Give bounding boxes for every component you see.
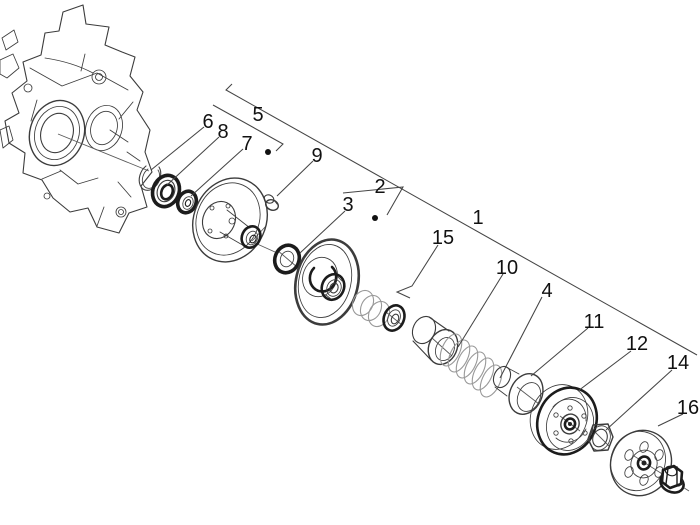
part-grease-cap	[263, 194, 279, 211]
part-clutch-nut	[659, 464, 685, 494]
part-spring-cup	[492, 365, 544, 415]
callout-5: 5	[252, 104, 263, 126]
assembly-dot-2	[372, 215, 378, 221]
callout-labels: 6 8 5 7 9 2 3 1 15 10 4 11 12 14 16	[202, 104, 699, 419]
part-guide-rollers	[351, 289, 391, 328]
callout-4: 4	[541, 280, 552, 302]
callout-8: 8	[217, 121, 228, 143]
callout-6: 6	[202, 111, 213, 133]
callout-3: 3	[342, 194, 353, 216]
part-fixed-pulley-half	[192, 177, 268, 263]
part-pulley-bearing	[382, 304, 406, 332]
callout-9: 9	[311, 145, 322, 167]
callout-2: 2	[374, 176, 385, 198]
crankcase-line-art	[0, 4, 153, 234]
callout-16: 16	[677, 397, 699, 419]
callout-15: 15	[432, 227, 454, 249]
leader-lines	[150, 83, 698, 431]
part-spring	[439, 333, 503, 398]
callout-10: 10	[496, 257, 518, 279]
callout-12: 12	[626, 333, 648, 355]
assembly-dots	[265, 149, 378, 221]
callout-7: 7	[241, 133, 252, 155]
part-movable-pulley-half	[293, 238, 361, 326]
part-oil-seal	[272, 243, 302, 275]
callout-14: 14	[667, 352, 689, 374]
assembly-dot-5	[265, 149, 271, 155]
callout-11: 11	[584, 311, 605, 333]
part-snap-ring	[138, 165, 162, 191]
crankcase-bearing-bore	[28, 99, 123, 167]
part-spring-washer	[587, 423, 614, 452]
callout-1: 1	[472, 207, 483, 229]
part-needle-bearing	[175, 189, 199, 215]
